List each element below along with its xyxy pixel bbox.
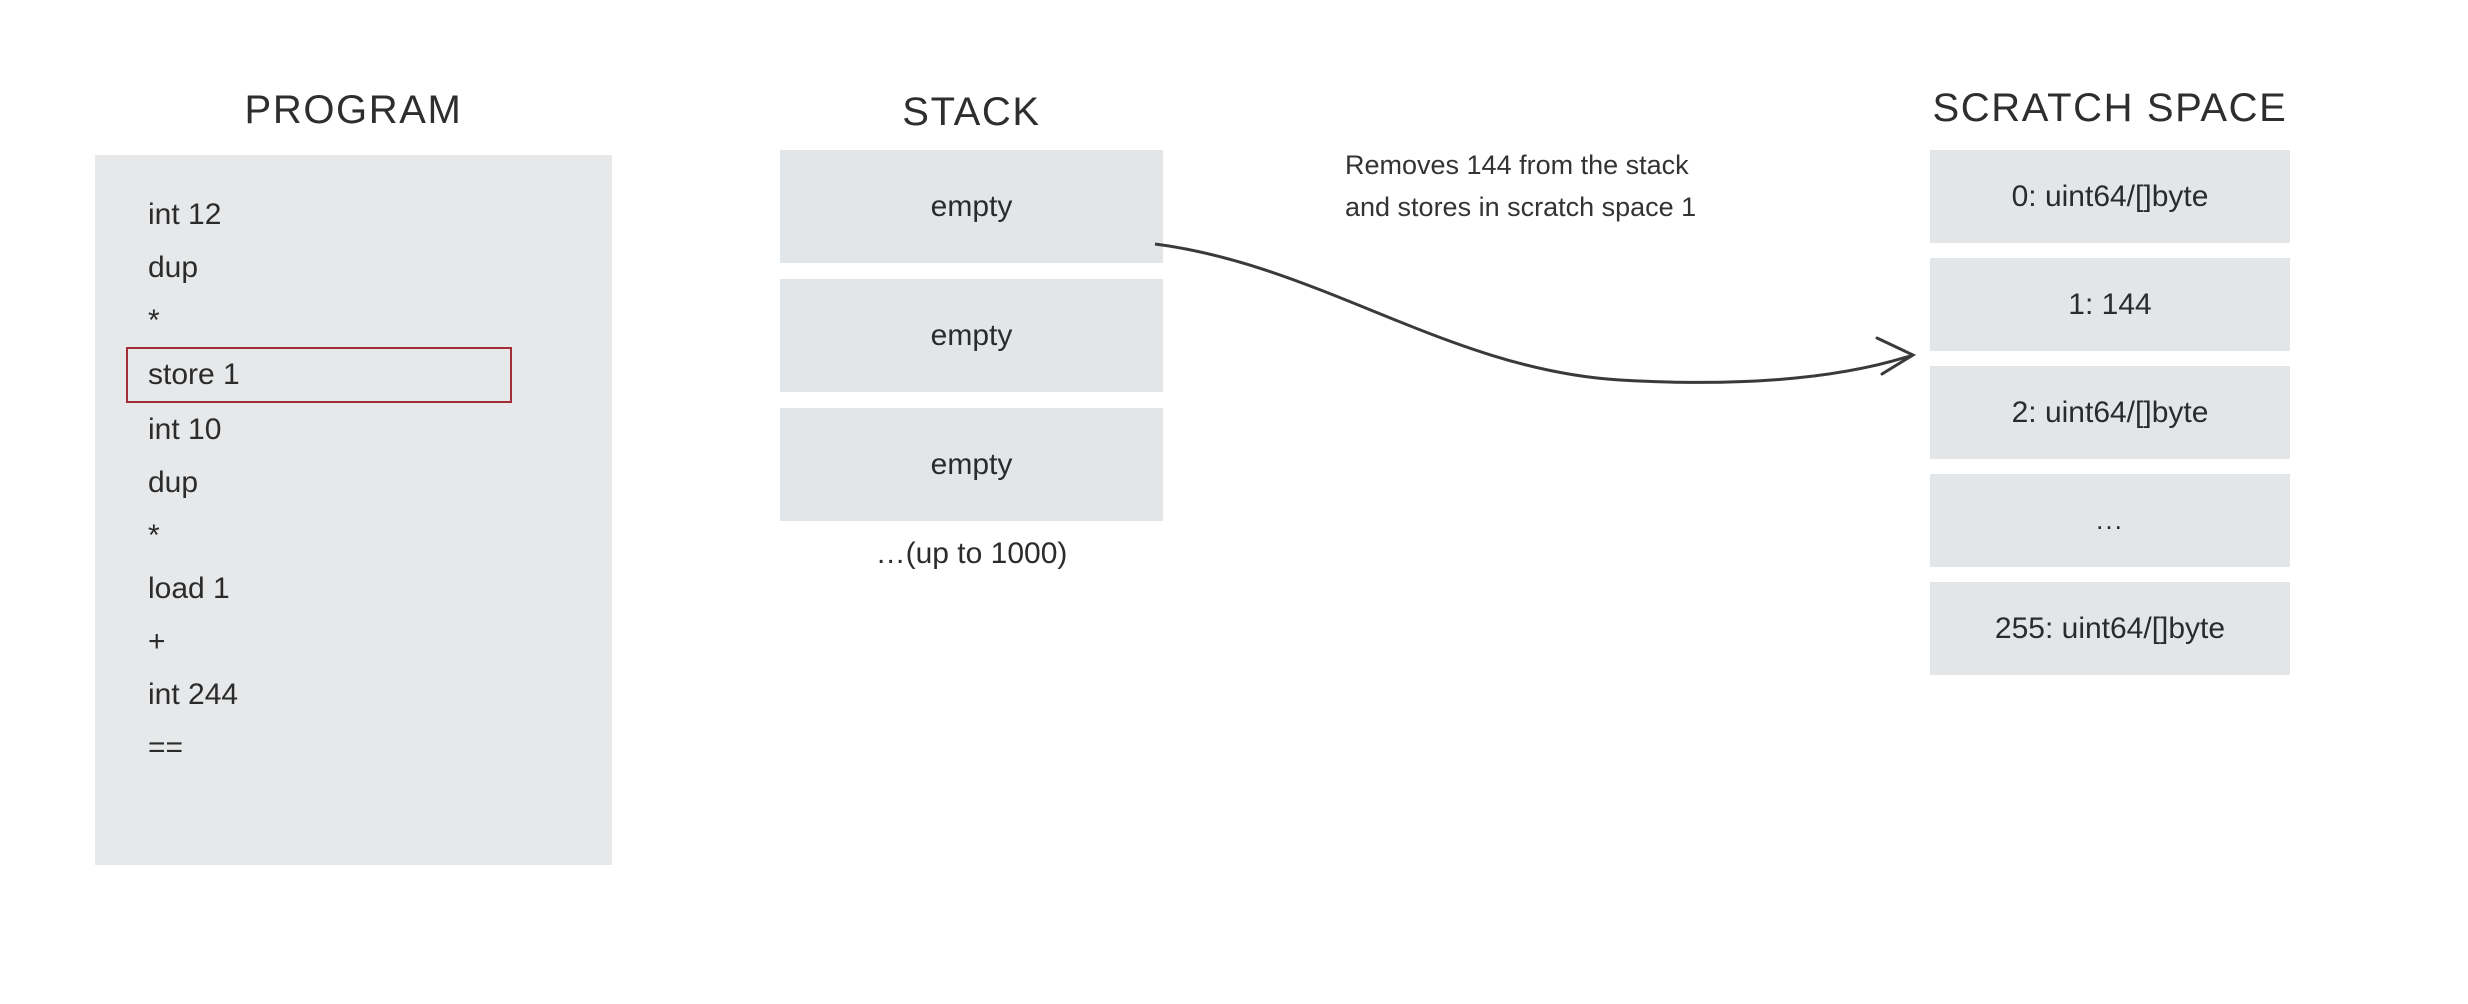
program-line: dup	[148, 251, 199, 284]
program-line: dup	[148, 466, 199, 499]
flow-arrow-curve	[1154, 242, 1911, 384]
scratch-space-column: 0: uint64/[]byte 1: 144 2: uint64/[]byte…	[1930, 150, 2290, 690]
scratch-space-slot: 0: uint64/[]byte	[1930, 150, 2290, 243]
scratch-space-slot: 1: 144	[1930, 258, 2290, 351]
program-instruction-list: int 12 dup * store 1 int 10 dup * load 1…	[126, 188, 570, 774]
program-line: load 1	[148, 572, 230, 605]
stack-cell: empty	[780, 408, 1163, 521]
flow-arrow	[1154, 242, 1917, 384]
program-line: int 244	[148, 678, 239, 711]
annotation-text: Removes 144 from the stack and stores in…	[1345, 144, 1805, 228]
annotation-line-1: Removes 144 from the stack	[1345, 150, 1689, 180]
program-line: ==	[148, 731, 184, 764]
scratch-space-column-heading: SCRATCH SPACE	[1932, 86, 2288, 130]
scratch-space-slot: 2: uint64/[]byte	[1930, 366, 2290, 459]
stack-cell: empty	[780, 279, 1163, 392]
stack-column: empty empty empty	[780, 150, 1163, 537]
flow-arrow-head	[1875, 336, 1917, 376]
stack-cell: empty	[780, 150, 1163, 263]
stack-column-heading: STACK	[902, 90, 1041, 134]
program-line: int 10	[148, 413, 222, 446]
program-line: +	[148, 625, 166, 658]
stack-capacity-caption: …(up to 1000)	[875, 537, 1068, 570]
program-column-heading: PROGRAM	[244, 88, 463, 132]
scratch-space-slot: 255: uint64/[]byte	[1930, 582, 2290, 675]
scratch-space-slot-ellipsis: ...	[1930, 474, 2290, 567]
program-line: *	[148, 519, 160, 552]
annotation-line-2: and stores in scratch space 1	[1345, 192, 1697, 222]
program-line: int 12	[148, 198, 222, 231]
program-line: *	[148, 304, 160, 337]
program-line-highlighted: store 1	[126, 347, 512, 403]
program-panel: int 12 dup * store 1 int 10 dup * load 1…	[95, 155, 612, 865]
